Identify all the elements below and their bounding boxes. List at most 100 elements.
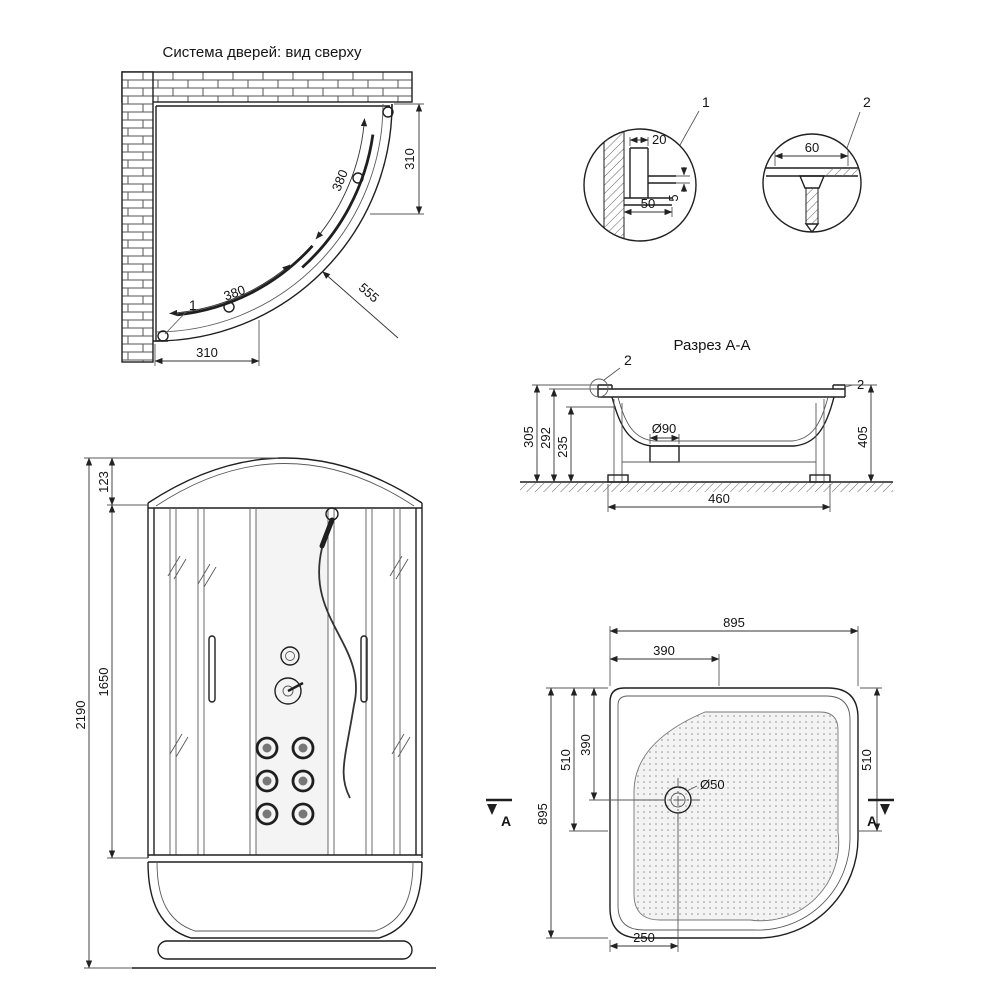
hydromassage-jets [255, 736, 315, 826]
cabin-frame [147, 503, 423, 858]
section-view: Разрез А-А 2 305 292 [520, 337, 893, 512]
dim-text: 380 [329, 167, 351, 193]
detail-1: 20 50 5 1 [583, 94, 710, 242]
dim-text: 123 [96, 471, 111, 493]
dim-text: 895 [723, 615, 745, 630]
wall-section [603, 129, 625, 241]
top-view-drawing: Система дверей: вид сверху 310 380 380 [121, 44, 424, 366]
jet [291, 736, 315, 760]
dim-123: 123 [96, 457, 148, 506]
glass-edge [648, 175, 676, 184]
section-mark-right: А [867, 798, 894, 829]
dim-305: 305 [521, 384, 598, 483]
control-panel [274, 646, 304, 705]
shower-handset [318, 507, 357, 799]
dim-1650: 1650 [96, 504, 148, 859]
detail-1-circle [583, 128, 697, 242]
dim-50: 50 [623, 196, 673, 217]
dim-text: 310 [196, 345, 218, 360]
section-arrow [487, 804, 497, 815]
dim-text: 235 [555, 436, 570, 458]
flange-hatch [824, 168, 858, 176]
tray-apron [132, 854, 436, 969]
roller-top [382, 106, 394, 118]
dim-20: 20 [629, 132, 666, 147]
brick-wall-left [121, 71, 154, 363]
section-letter: А [867, 813, 877, 829]
dim-310-right: 310 [370, 103, 424, 215]
brick-wall-top [121, 71, 413, 103]
jet [291, 769, 315, 793]
track-arc [154, 103, 384, 333]
dim-text: 5 [666, 194, 681, 201]
dim-895-left: 895 [535, 687, 608, 939]
detail-1-leader: 1 [679, 94, 710, 146]
dim-405: 405 [845, 384, 877, 483]
dim-895-top: 895 [609, 615, 859, 686]
dim-text: 292 [538, 427, 553, 449]
door-handle-right [360, 635, 368, 703]
sliding-door-1 [301, 134, 375, 269]
shower-hose [318, 547, 357, 799]
foot-left [607, 474, 629, 483]
dim-text: 2190 [73, 701, 88, 730]
dim-2190: 2190 [73, 457, 278, 969]
tray-surface-texture [634, 712, 839, 921]
glass-reflections [167, 555, 411, 758]
screw-shaft [805, 187, 819, 225]
roof [147, 457, 423, 509]
section-mark-left: А [486, 798, 512, 829]
floor-hatch [520, 483, 893, 492]
dim-text: 555 [356, 280, 382, 306]
drain-trap [649, 445, 680, 463]
dim-text: 510 [859, 749, 874, 771]
front-view: 2190 123 1650 [73, 457, 436, 969]
dim-text: 390 [653, 643, 675, 658]
jet [291, 802, 315, 826]
dim-555-radius: 555 [322, 271, 399, 339]
callout-1: 1 [164, 297, 197, 335]
dim-390-left: 390 [578, 687, 656, 801]
dim-text: Ø90 [652, 421, 677, 436]
dim-text: 510 [558, 749, 573, 771]
dim-510-right: 510 [858, 687, 882, 832]
center-column [256, 508, 328, 855]
dim-text: 305 [521, 426, 536, 448]
dim-text: 2 [857, 377, 864, 392]
roller-bottom [157, 330, 169, 342]
profile-bracket [629, 147, 649, 198]
dim-text: 895 [535, 803, 550, 825]
dim-text: 250 [633, 930, 655, 945]
dim-text: 50 [641, 196, 655, 211]
section-letter: А [501, 813, 511, 829]
detail-2-leader: 2 [846, 94, 871, 149]
dim-5: 5 [666, 167, 690, 202]
dim-235: 235 [555, 406, 616, 483]
detail-1-label: 1 [702, 94, 710, 110]
detail-2: 60 2 [762, 94, 871, 233]
dim-text: 20 [652, 132, 666, 147]
dim-310-bottom: 310 [154, 320, 260, 366]
dim-460: 460 [607, 484, 831, 512]
base-plinth [157, 940, 413, 960]
foot-right [809, 474, 831, 483]
dim-text: 1650 [96, 668, 111, 697]
detail-1-content [603, 129, 676, 241]
door-handle-left [208, 635, 216, 703]
callout-label: 1 [189, 297, 197, 313]
legs [613, 399, 825, 482]
screw-tip [804, 223, 820, 232]
dim-drain-90: Ø90 [649, 421, 680, 444]
tray-profile [597, 384, 846, 483]
tray-view: Ø50 895 390 895 510 390 [486, 615, 894, 952]
tray-rim [617, 695, 851, 931]
glass-panel-lines [169, 508, 401, 855]
dim-text: 310 [402, 148, 417, 170]
dim-510-left: 510 [558, 687, 608, 832]
dim-250: 250 [609, 814, 679, 952]
sliding-door-2 [177, 244, 314, 317]
callout-label: 2 [624, 352, 632, 368]
dim-60: 60 [774, 140, 849, 166]
